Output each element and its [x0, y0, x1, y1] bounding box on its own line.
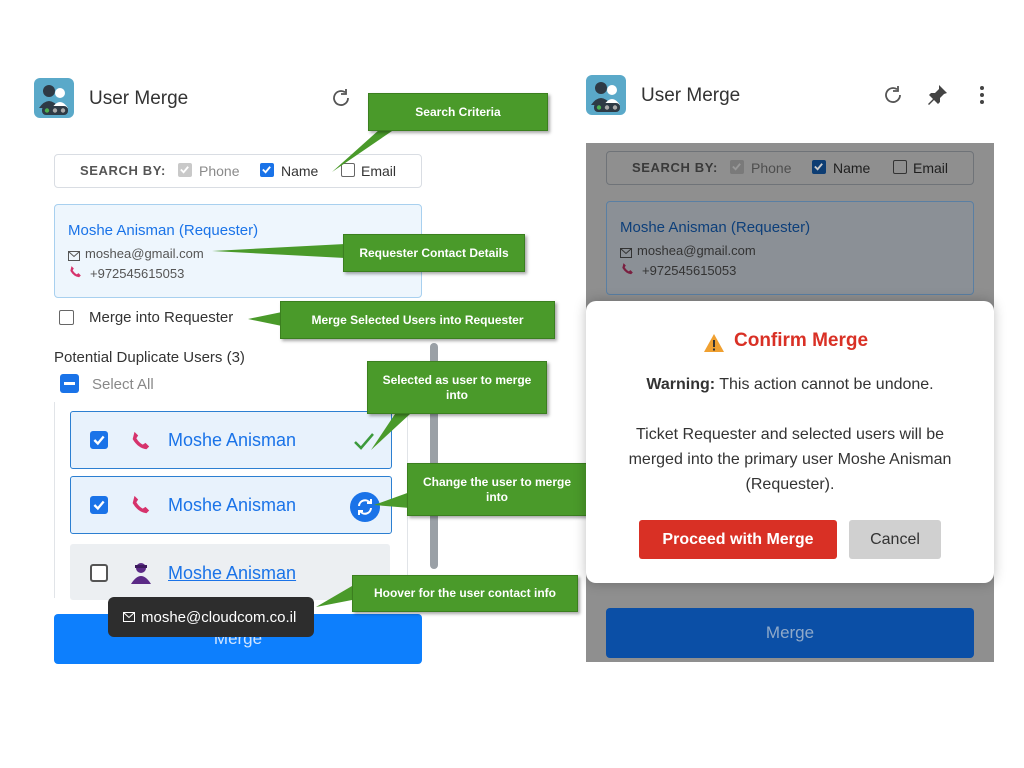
email-checkbox[interactable]: [341, 163, 355, 177]
merge-button: Merge: [606, 608, 974, 658]
user-row-3[interactable]: [70, 544, 390, 600]
user-row-1[interactable]: [70, 411, 392, 469]
dialog-title: Confirm Merge: [734, 330, 869, 351]
cancel-button[interactable]: Cancel: [849, 520, 941, 559]
phone-option-label: Phone: [751, 160, 792, 176]
requester-name: Moshe Anisman (Requester): [620, 219, 811, 236]
check-icon: [353, 432, 375, 455]
swap-target-icon[interactable]: [350, 492, 380, 522]
requester-email: moshea@gmail.com: [637, 243, 756, 258]
email-option-label: Email: [913, 160, 949, 176]
tooltip-email: moshe@cloudcom.co.il: [141, 608, 297, 626]
proceed-merge-button[interactable]: Proceed with Merge: [639, 520, 837, 559]
requester-name: Moshe Anisman (Requester): [68, 222, 259, 239]
requester-phone: +972545615053: [642, 263, 737, 278]
email-option-label: Email: [361, 163, 397, 179]
merge-into-requester-checkbox[interactable]: [59, 310, 74, 325]
user-row-2[interactable]: [70, 476, 392, 534]
phone-checkbox: [730, 160, 744, 174]
callout-selected-as: Selected as user to merge into: [367, 361, 547, 414]
warning-line: Warning: This action cannot be undone.: [586, 376, 994, 394]
requester-phone: +972545615053: [90, 266, 185, 281]
warning-icon: [703, 333, 725, 358]
name-checkbox[interactable]: [260, 163, 274, 177]
refresh-icon[interactable]: [329, 86, 353, 110]
requester-card: [606, 201, 974, 295]
search-by-label: SEARCH BY:: [80, 163, 166, 178]
phone-icon: [68, 265, 82, 284]
select-all-checkbox[interactable]: [60, 374, 79, 393]
name-option-label: Name: [833, 160, 871, 176]
user-row-3-name[interactable]: Moshe Anisman: [168, 563, 297, 583]
callout-hoover: Hoover for the user contact info: [352, 575, 578, 612]
phone-option-label: Phone: [199, 163, 240, 179]
warning-label: Warning:: [646, 376, 716, 393]
callout-merge-selected: Merge Selected Users into Requester: [280, 301, 555, 339]
phone-icon: [620, 262, 634, 281]
duplicates-heading: Potential Duplicate Users (3): [54, 349, 245, 366]
requester-email: moshea@gmail.com: [85, 246, 204, 261]
mail-icon: [68, 248, 80, 266]
user-row-2-name[interactable]: Moshe Anisman: [168, 495, 297, 515]
search-by-bar: [606, 151, 974, 185]
more-menu-icon[interactable]: [972, 83, 992, 107]
warning-text: This action cannot be undone.: [719, 376, 934, 393]
callout-requester-details: Requester Contact Details: [343, 234, 525, 272]
merge-into-requester-label: Merge into Requester: [89, 309, 234, 326]
select-all-label: Select All: [92, 376, 154, 393]
contact-tooltip: moshe@cloudcom.co.il: [108, 597, 314, 637]
phone-icon: [129, 430, 151, 457]
name-checkbox: [812, 160, 826, 174]
user-row-2-checkbox[interactable]: [90, 496, 108, 514]
email-checkbox: [893, 160, 907, 174]
person-icon: [130, 562, 152, 589]
search-by-label: SEARCH BY:: [632, 160, 718, 175]
app-logo-icon: [34, 78, 74, 118]
app-title: User Merge: [641, 85, 741, 106]
user-row-1-checkbox[interactable]: [90, 431, 108, 449]
name-option-label: Name: [281, 163, 319, 179]
app-title: User Merge: [89, 88, 189, 109]
dialog-body-line-2: merged into the primary user Moshe Anism…: [628, 451, 952, 468]
callout-change-user: Change the user to merge into: [407, 463, 587, 516]
mail-icon: [620, 245, 632, 263]
user-row-3-checkbox[interactable]: [90, 564, 108, 582]
phone-icon: [129, 494, 151, 521]
app-logo-icon: [586, 75, 626, 115]
scrollbar-thumb[interactable]: [430, 343, 438, 569]
user-row-1-name[interactable]: Moshe Anisman: [168, 430, 297, 450]
refresh-icon[interactable]: [881, 83, 905, 107]
search-by-bar: [54, 154, 422, 188]
dialog-body-line-1: Ticket Requester and selected users will…: [636, 426, 944, 443]
dialog-body-line-3: (Requester).: [745, 476, 835, 493]
phone-checkbox: [178, 163, 192, 177]
pin-icon[interactable]: [925, 83, 949, 107]
callout-search-criteria: Search Criteria: [368, 93, 548, 131]
mail-icon: [123, 609, 135, 626]
